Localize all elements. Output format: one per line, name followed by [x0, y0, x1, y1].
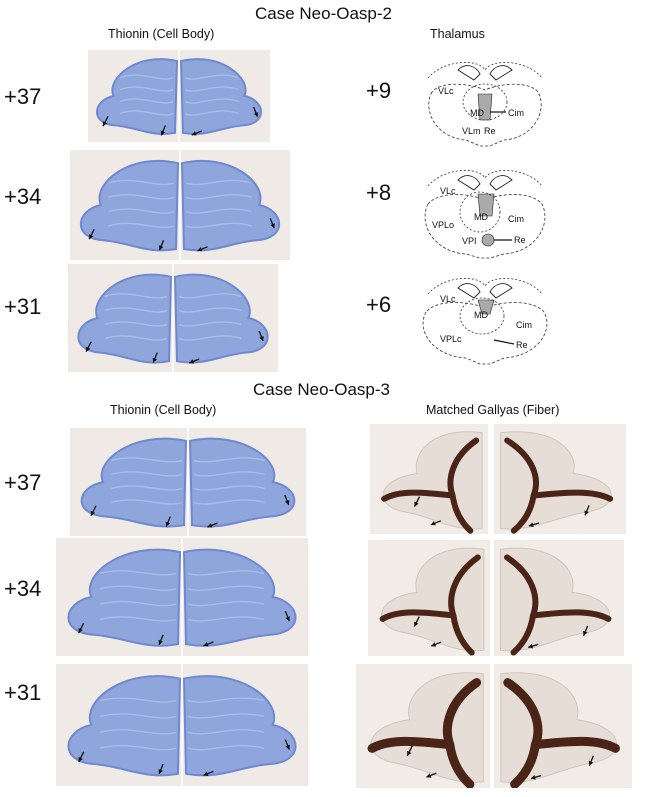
thionin-section-image — [68, 264, 278, 372]
case-title-top: Case Neo-Oasp-2 — [255, 4, 393, 23]
level-label: +34 — [4, 184, 42, 209]
arrow-icon — [90, 505, 97, 517]
column-title-thionin-top: Thionin (Cell Body) — [108, 27, 215, 41]
arrow-icon — [253, 106, 259, 118]
level-label: +31 — [4, 294, 42, 319]
arrow-icon — [197, 246, 208, 252]
arrow-icon — [78, 751, 85, 763]
arrow-icon — [203, 641, 214, 647]
column-title-gallyas: Matched Gallyas (Fiber) — [426, 403, 560, 417]
nucleus-label: Re — [484, 126, 496, 136]
thalamus-level-label: +9 — [366, 78, 392, 103]
nucleus-label: VLc — [438, 86, 454, 96]
arrow-icon — [191, 130, 202, 136]
thionin-section-image — [70, 150, 290, 260]
gallyas-section-image — [368, 540, 490, 656]
nucleus-label: Re — [516, 340, 528, 350]
nucleus-label: VPLc — [440, 334, 462, 344]
thionin-section-image — [70, 428, 306, 536]
arrow-icon — [158, 239, 165, 251]
arrow-icon — [284, 494, 290, 506]
arrow-icon — [413, 616, 420, 627]
thionin-section-image — [56, 664, 308, 786]
arrow-icon — [258, 330, 264, 342]
gallyas-section-image — [494, 540, 624, 656]
case-title-bottom: Case Neo-Oasp-3 — [253, 380, 391, 399]
nucleus-label: MD — [470, 108, 484, 118]
gallyas-section-image — [370, 424, 488, 534]
gallyas-section-image — [356, 664, 490, 788]
nucleus-label: MD — [474, 310, 488, 320]
nucleus-label: VLc — [440, 294, 456, 304]
level-label: +37 — [4, 470, 42, 495]
arrow-icon — [582, 625, 589, 637]
arrow-icon — [426, 772, 437, 778]
column-title-thionin-bottom: Thionin (Cell Body) — [110, 403, 217, 417]
nucleus-label: Cim — [508, 108, 524, 118]
arrow-icon — [406, 745, 413, 757]
arrow-icon — [160, 125, 166, 136]
arrow-icon — [78, 622, 85, 634]
arrow-icon — [584, 505, 590, 516]
arrow-icon — [152, 352, 158, 363]
thionin-section-image — [88, 50, 270, 142]
arrow-icon — [85, 341, 92, 353]
nucleus-label: MD — [474, 212, 488, 222]
nucleus-label: Cim — [508, 214, 524, 224]
arrow-icon — [284, 610, 290, 622]
arrow-icon — [528, 643, 539, 649]
arrow-icon — [430, 520, 442, 526]
nucleus-label: Cim — [516, 320, 532, 330]
arrow-icon — [158, 634, 164, 646]
arrow-icon — [102, 115, 109, 127]
thalamus-diagram: VLc MD Cim VLm Re — [418, 50, 552, 150]
arrow-icon — [530, 774, 542, 780]
arrow-icon — [269, 217, 275, 229]
arrow-icon — [528, 522, 540, 528]
level-label: +34 — [4, 576, 42, 601]
nucleus-label: VPI — [462, 236, 477, 246]
arrow-icon — [413, 496, 421, 507]
level-label: +37 — [4, 84, 42, 109]
arrow-icon — [158, 763, 164, 775]
nucleus-label: VLm — [462, 126, 481, 136]
nucleus-label: VPLo — [432, 220, 454, 230]
arrow-icon — [189, 358, 200, 364]
gallyas-section-image — [494, 664, 632, 788]
nucleus-label: VLc — [440, 186, 456, 196]
arrow-icon — [284, 739, 290, 750]
column-title-thalamus: Thalamus — [430, 27, 485, 41]
thionin-section-image — [56, 538, 308, 656]
thalamus-diagram: VLc MD Cim VPLo VPI Re — [418, 160, 552, 260]
arrow-icon — [88, 228, 95, 240]
thalamus-diagram: VLc MD Cim VPLc Re — [418, 270, 552, 366]
arrow-icon — [207, 522, 218, 528]
arrow-icon — [203, 770, 214, 776]
thalamus-level-label: +8 — [366, 180, 392, 205]
thalamus-level-label: +6 — [366, 292, 392, 317]
level-label: +31 — [4, 680, 42, 705]
nucleus-label: Re — [514, 235, 526, 245]
arrow-icon — [430, 641, 442, 647]
arrow-icon — [588, 755, 594, 767]
arrow-icon — [165, 516, 171, 527]
gallyas-section-image — [494, 424, 626, 534]
